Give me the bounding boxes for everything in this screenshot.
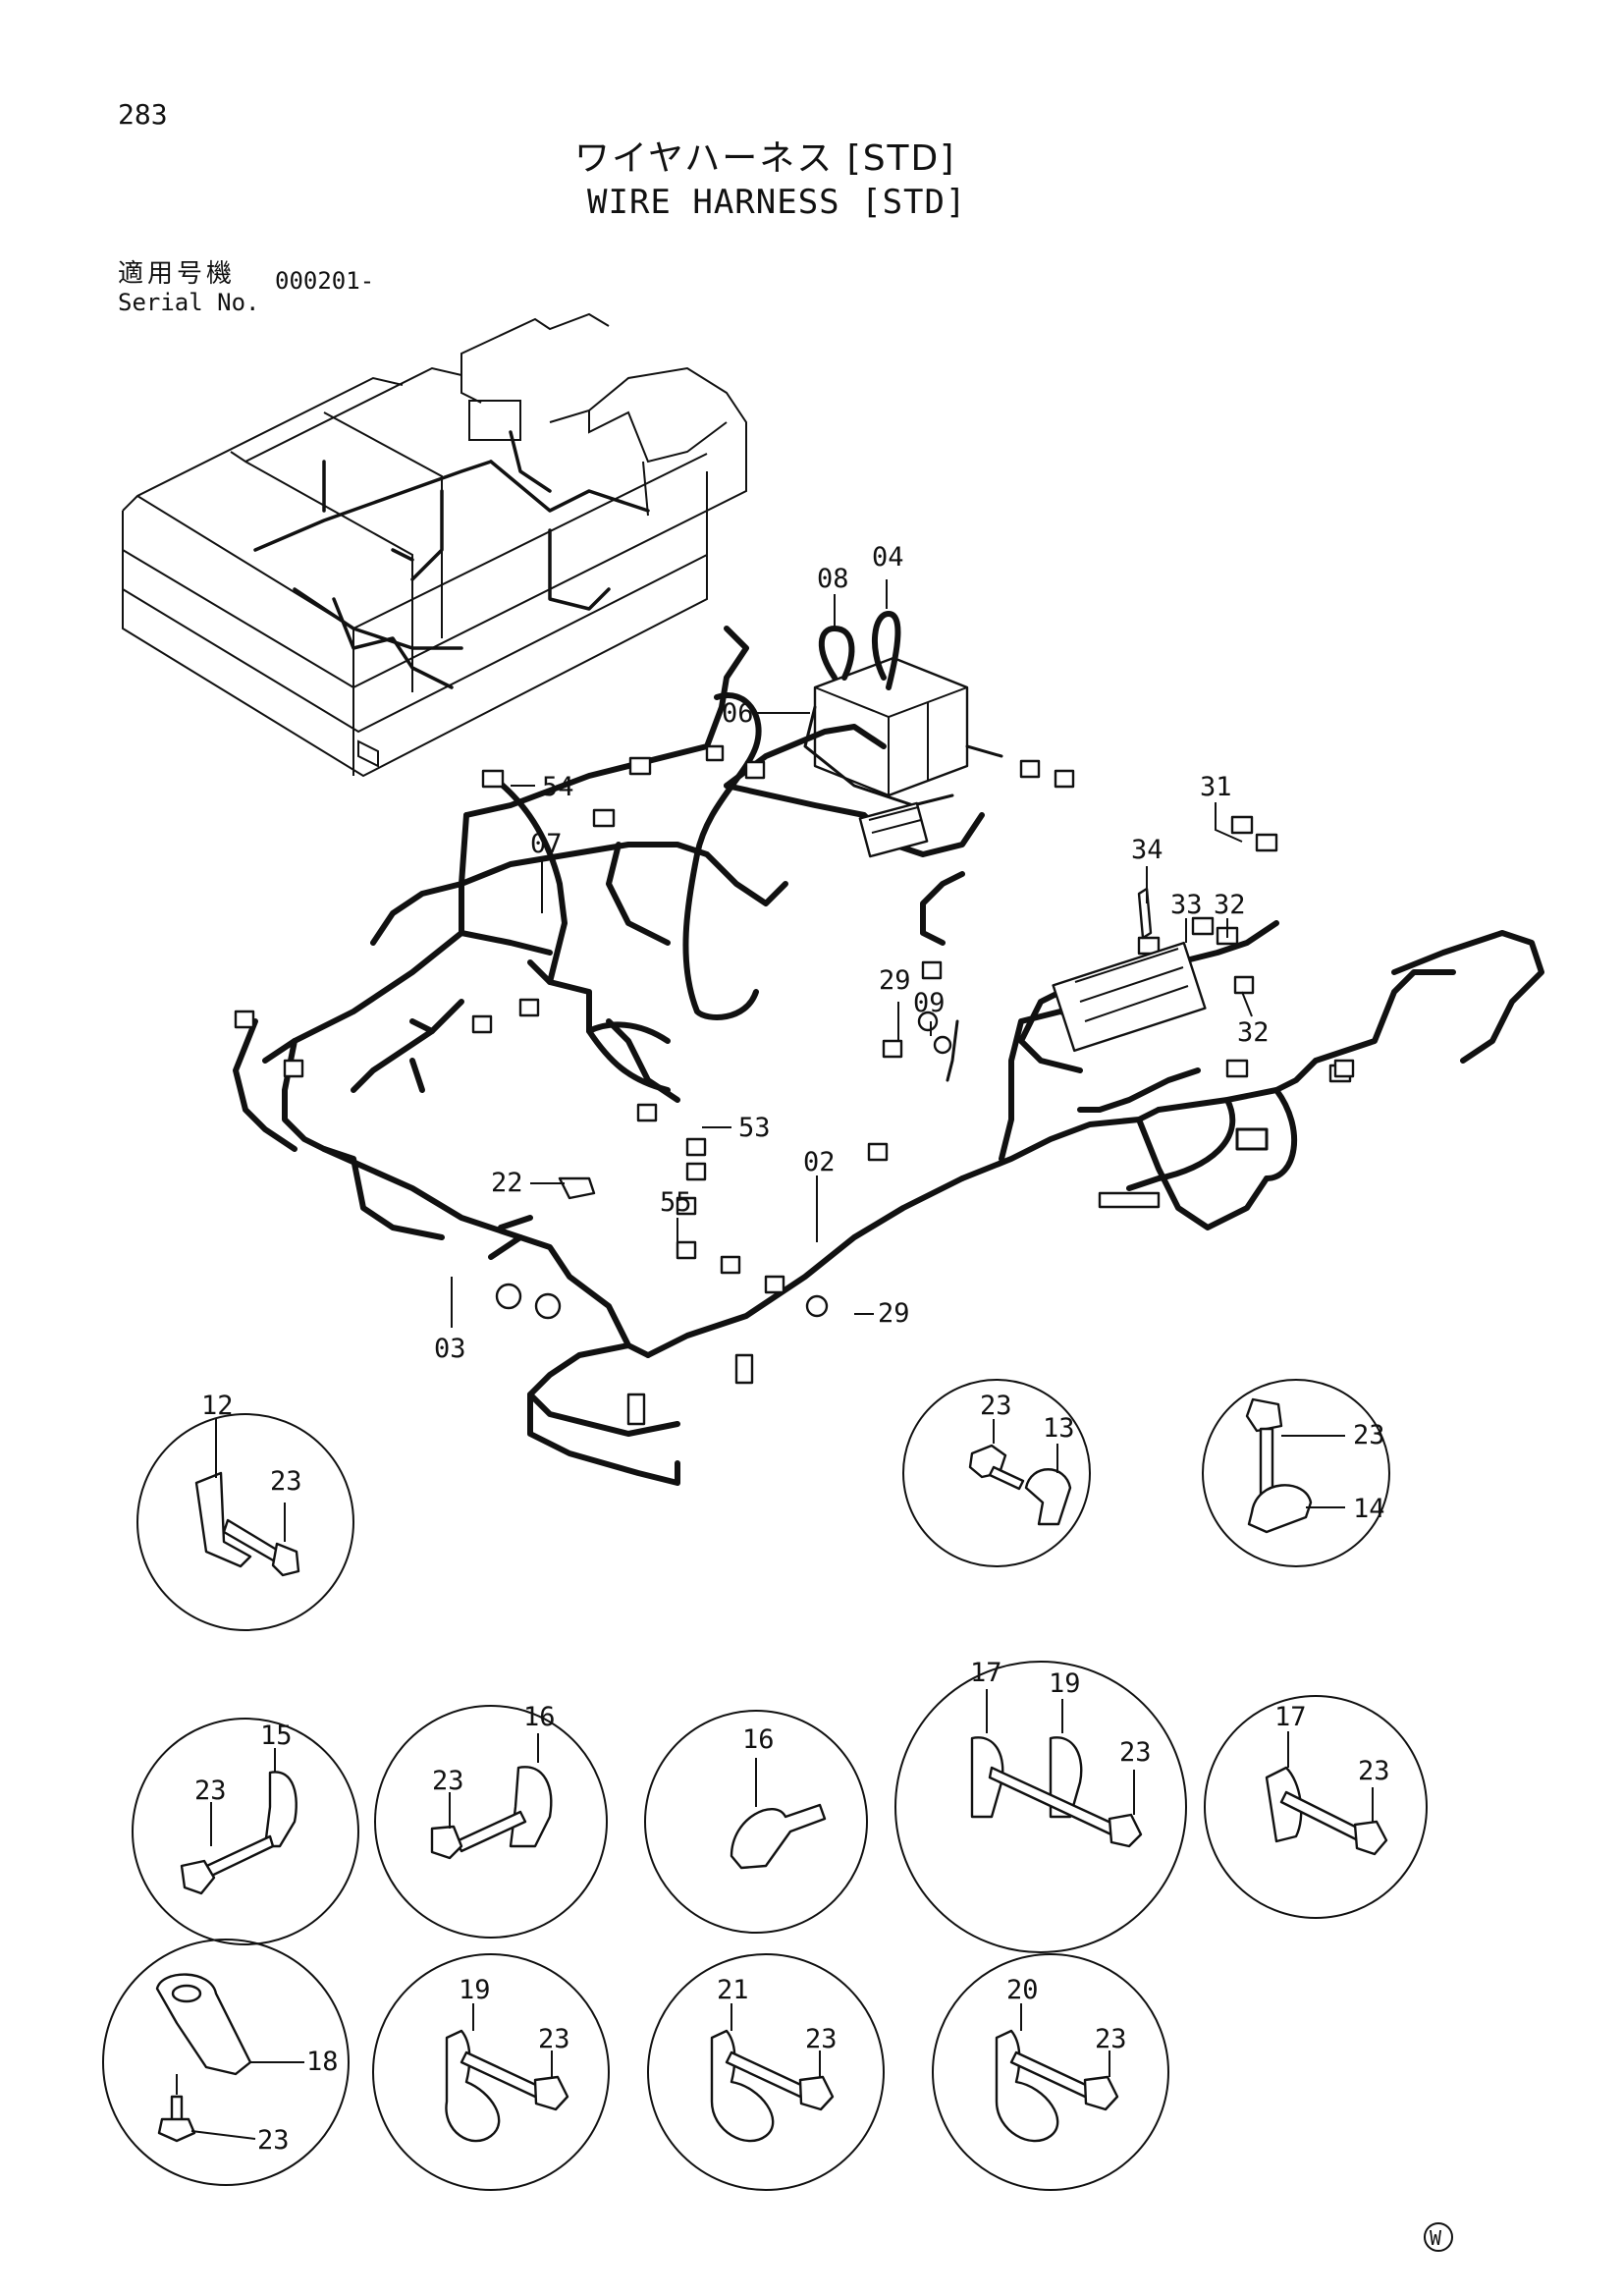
- callout-32: 32: [1237, 1017, 1270, 1048]
- svg-text:12: 12: [201, 1391, 234, 1421]
- svg-text:23: 23: [805, 2024, 838, 2054]
- svg-text:23: 23: [1353, 1420, 1385, 1450]
- callout-06: 06: [722, 698, 754, 729]
- svg-text:17: 17: [970, 1658, 1002, 1688]
- callout-04: 04: [872, 542, 904, 573]
- svg-text:13: 13: [1043, 1413, 1075, 1444]
- callout-22: 22: [491, 1168, 523, 1198]
- svg-text:19: 19: [459, 1975, 491, 2005]
- callout-08: 08: [817, 564, 849, 594]
- battery-assembly: [803, 611, 1003, 807]
- detail-view-11: 21 23: [647, 1953, 885, 2191]
- svg-text:23: 23: [257, 2125, 290, 2156]
- svg-text:20: 20: [1006, 1975, 1039, 2005]
- serial-number-range: 000201-: [275, 267, 375, 295]
- serial-label-english: Serial No.: [118, 289, 260, 316]
- circled-w-mark: W: [1424, 2222, 1453, 2252]
- callout-33: 33: [1170, 890, 1203, 920]
- svg-text:23: 23: [194, 1776, 227, 1806]
- callout-03: 03: [434, 1334, 466, 1364]
- svg-text:23: 23: [270, 1466, 302, 1497]
- svg-text:14: 14: [1353, 1494, 1385, 1524]
- svg-text:16: 16: [523, 1702, 556, 1732]
- callout-34: 34: [1131, 835, 1163, 865]
- detail-view-10: 19 23: [372, 1953, 610, 2191]
- title-english: WIRE HARNESS [STD]: [587, 183, 967, 222]
- detail-view-8: 17 23: [1204, 1695, 1428, 1919]
- svg-text:18: 18: [306, 2047, 339, 2077]
- detail-view-7: 17 19 23: [894, 1658, 1187, 1953]
- detail-view-1: 12 23: [136, 1391, 354, 1631]
- svg-text:23: 23: [1095, 2024, 1127, 2054]
- callout-54: 54: [542, 772, 574, 802]
- svg-text:W: W: [1430, 2226, 1442, 2250]
- svg-text:23: 23: [538, 2024, 570, 2054]
- detail-view-2: 23 13: [902, 1379, 1091, 1567]
- machine-overview: [122, 312, 747, 778]
- callout-55: 55: [660, 1187, 692, 1218]
- harness-connectors: [234, 744, 1355, 1426]
- svg-text:21: 21: [717, 1975, 749, 2005]
- title-japanese: ワイヤハーネス [STD]: [574, 138, 956, 179]
- svg-text:23: 23: [980, 1391, 1012, 1421]
- svg-text:15: 15: [260, 1721, 293, 1751]
- detail-view-6: 16: [644, 1710, 868, 1934]
- detail-view-3: 23 14: [1202, 1379, 1390, 1567]
- svg-text:17: 17: [1274, 1702, 1307, 1732]
- svg-text:23: 23: [432, 1766, 464, 1796]
- svg-text:23: 23: [1119, 1737, 1152, 1768]
- svg-text:23: 23: [1358, 1756, 1390, 1786]
- callout-02: 02: [803, 1147, 836, 1177]
- page-number: 283: [118, 98, 168, 131]
- callout-labels: 08 04 06 54 07 31 34 33 32 32 29 09 53 0…: [434, 542, 1270, 1364]
- callout-07: 07: [530, 829, 563, 859]
- svg-text:16: 16: [742, 1724, 775, 1755]
- callout-29: 29: [878, 1298, 910, 1329]
- callout-31: 31: [1200, 772, 1232, 802]
- callout-53: 53: [738, 1113, 771, 1143]
- detail-view-9: 18 23: [102, 1939, 350, 2186]
- detail-view-5: 16 23: [374, 1702, 608, 1939]
- callout-29: 29: [879, 965, 911, 996]
- svg-text:19: 19: [1049, 1668, 1081, 1699]
- callout-32: 32: [1214, 890, 1246, 920]
- detail-view-12: 20 23: [932, 1953, 1169, 2191]
- callout-leaders: [451, 579, 1253, 1328]
- serial-label-japanese: 適用号機: [118, 259, 237, 289]
- detail-view-4: 15 23: [132, 1718, 359, 1945]
- callout-09: 09: [913, 988, 946, 1018]
